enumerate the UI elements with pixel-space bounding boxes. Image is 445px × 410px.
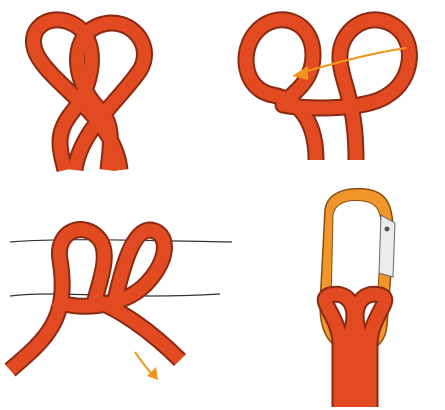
- arrow-icon: [135, 352, 158, 380]
- bar-hitch-figure: [0, 200, 240, 400]
- carabiner-figure: [295, 185, 425, 410]
- panel-step-3: [0, 200, 240, 400]
- panel-step-2: [228, 0, 428, 180]
- crossed-loops-figure: [0, 0, 180, 180]
- rope-icon: [10, 230, 180, 370]
- panel-step-1: [0, 0, 180, 180]
- rope-icon: [246, 20, 409, 160]
- panel-step-4: [295, 185, 425, 410]
- rope-icon: [33, 20, 144, 170]
- rope-icon: [325, 294, 385, 407]
- spread-loops-figure: [228, 0, 428, 180]
